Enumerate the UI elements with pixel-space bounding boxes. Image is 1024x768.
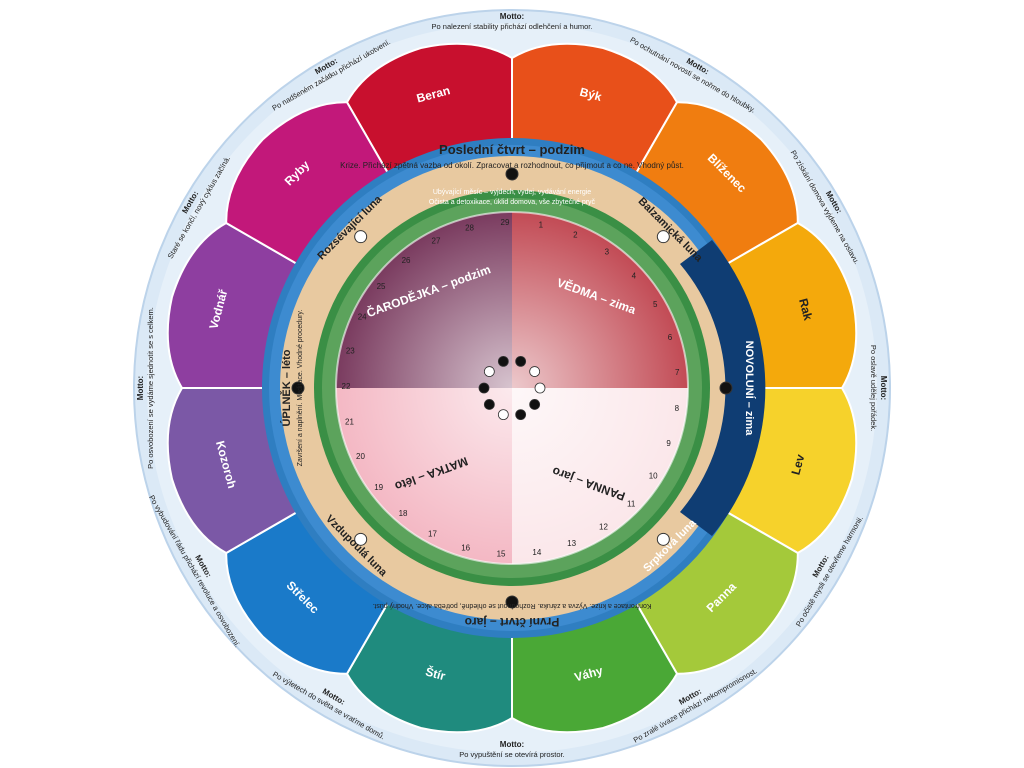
sign-name: Rak — [796, 297, 815, 322]
moon-phase-icons — [291, 167, 733, 609]
day-number: 6 — [668, 333, 673, 342]
day-number: 5 — [653, 300, 658, 309]
day-number: 16 — [461, 543, 470, 552]
sign-name: Býk — [578, 85, 603, 104]
day-number: 9 — [666, 439, 671, 448]
center-quadrants — [335, 211, 689, 565]
center-moon-icon — [515, 355, 527, 367]
day-number: 22 — [342, 382, 351, 391]
day-number: 4 — [632, 271, 637, 280]
day-number: 17 — [428, 530, 437, 539]
sign-name: Lev — [788, 453, 807, 477]
moon-phase-icon — [656, 230, 670, 244]
day-number: 26 — [402, 256, 411, 265]
day-number: 24 — [358, 312, 367, 321]
day-number: 28 — [465, 224, 474, 233]
sign-name: Štír — [424, 664, 448, 684]
motto-text: Po osvobození se vydáme sjednotit se s c… — [146, 307, 155, 469]
day-number: 23 — [346, 346, 355, 355]
center-moon-icon — [534, 382, 546, 394]
day-number: 7 — [675, 368, 680, 377]
day-number: 21 — [345, 418, 354, 427]
first-quarter-text: Konfrontace a krize. Výzva a záruka. Roz… — [372, 602, 651, 610]
moon-phase-icon — [505, 167, 519, 181]
day-number: 11 — [627, 500, 636, 509]
day-number: 12 — [599, 523, 608, 532]
day-number: 13 — [567, 539, 576, 548]
full-moon-text: Završení a naplnění. Meditace. Vhodné pr… — [297, 310, 304, 467]
day-number: 14 — [532, 548, 541, 557]
first-quarter-title: První čtvrt – jaro — [465, 615, 560, 629]
center-moon-icon — [483, 399, 495, 410]
center-moon-icon — [529, 366, 541, 377]
day-number: 8 — [675, 404, 680, 413]
day-number: 20 — [356, 452, 365, 461]
moon-phase-icon — [291, 381, 305, 395]
day-numbers: 1234567891011121314151617181920212223242… — [342, 218, 680, 558]
day-number: 29 — [501, 218, 510, 227]
full-moon-title: ÚPLNĚK – léto — [280, 349, 293, 426]
moon-phase-icon — [354, 230, 368, 244]
center-moon-icon — [497, 355, 509, 367]
green-band-top-sub: Očista a detoxikace, úklid domova, vše z… — [429, 199, 596, 206]
green-band-top: Ubývající měsíc – vyjdech, vydej, vydává… — [433, 189, 591, 196]
day-number: 1 — [539, 221, 544, 230]
motto-label: Motto: — [879, 376, 888, 400]
new-moon-title: NOVOLUNÍ – zima — [743, 341, 756, 437]
center-moon-icon — [515, 409, 527, 421]
day-number: 3 — [605, 248, 610, 257]
day-number: 15 — [497, 550, 506, 559]
center-moon-icon — [483, 366, 495, 377]
day-number: 10 — [649, 471, 658, 480]
moon-phase-icon — [656, 532, 670, 546]
last-quarter-title: Poslední čtvrt – podzim — [439, 142, 585, 157]
day-number: 2 — [573, 231, 578, 240]
day-number: 25 — [377, 282, 386, 291]
moon-phase-icon — [505, 595, 519, 609]
center-moon-icon — [478, 382, 490, 394]
center-moon-icon — [529, 399, 541, 410]
day-number: 27 — [432, 236, 441, 245]
motto-label: Motto: — [136, 376, 145, 400]
motto-label: Motto: — [500, 12, 524, 21]
motto-label: Motto: — [500, 740, 524, 749]
motto-text: Po nalezení stability přichází odlehčení… — [432, 22, 593, 31]
day-number: 18 — [399, 509, 408, 518]
motto-text: Po vypuštění se otevírá prostor. — [459, 750, 564, 759]
new-moon-band — [680, 240, 766, 536]
moon-phase-icon — [354, 532, 368, 546]
last-quarter-text: Krize. Přichází zpětná vazba od okolí. Z… — [340, 161, 684, 170]
moon-phase-icon — [719, 381, 733, 395]
motto-text: Po oslavě udělej pořádek. — [869, 345, 878, 431]
center-moon-icon — [497, 409, 509, 421]
day-number: 19 — [374, 483, 383, 492]
